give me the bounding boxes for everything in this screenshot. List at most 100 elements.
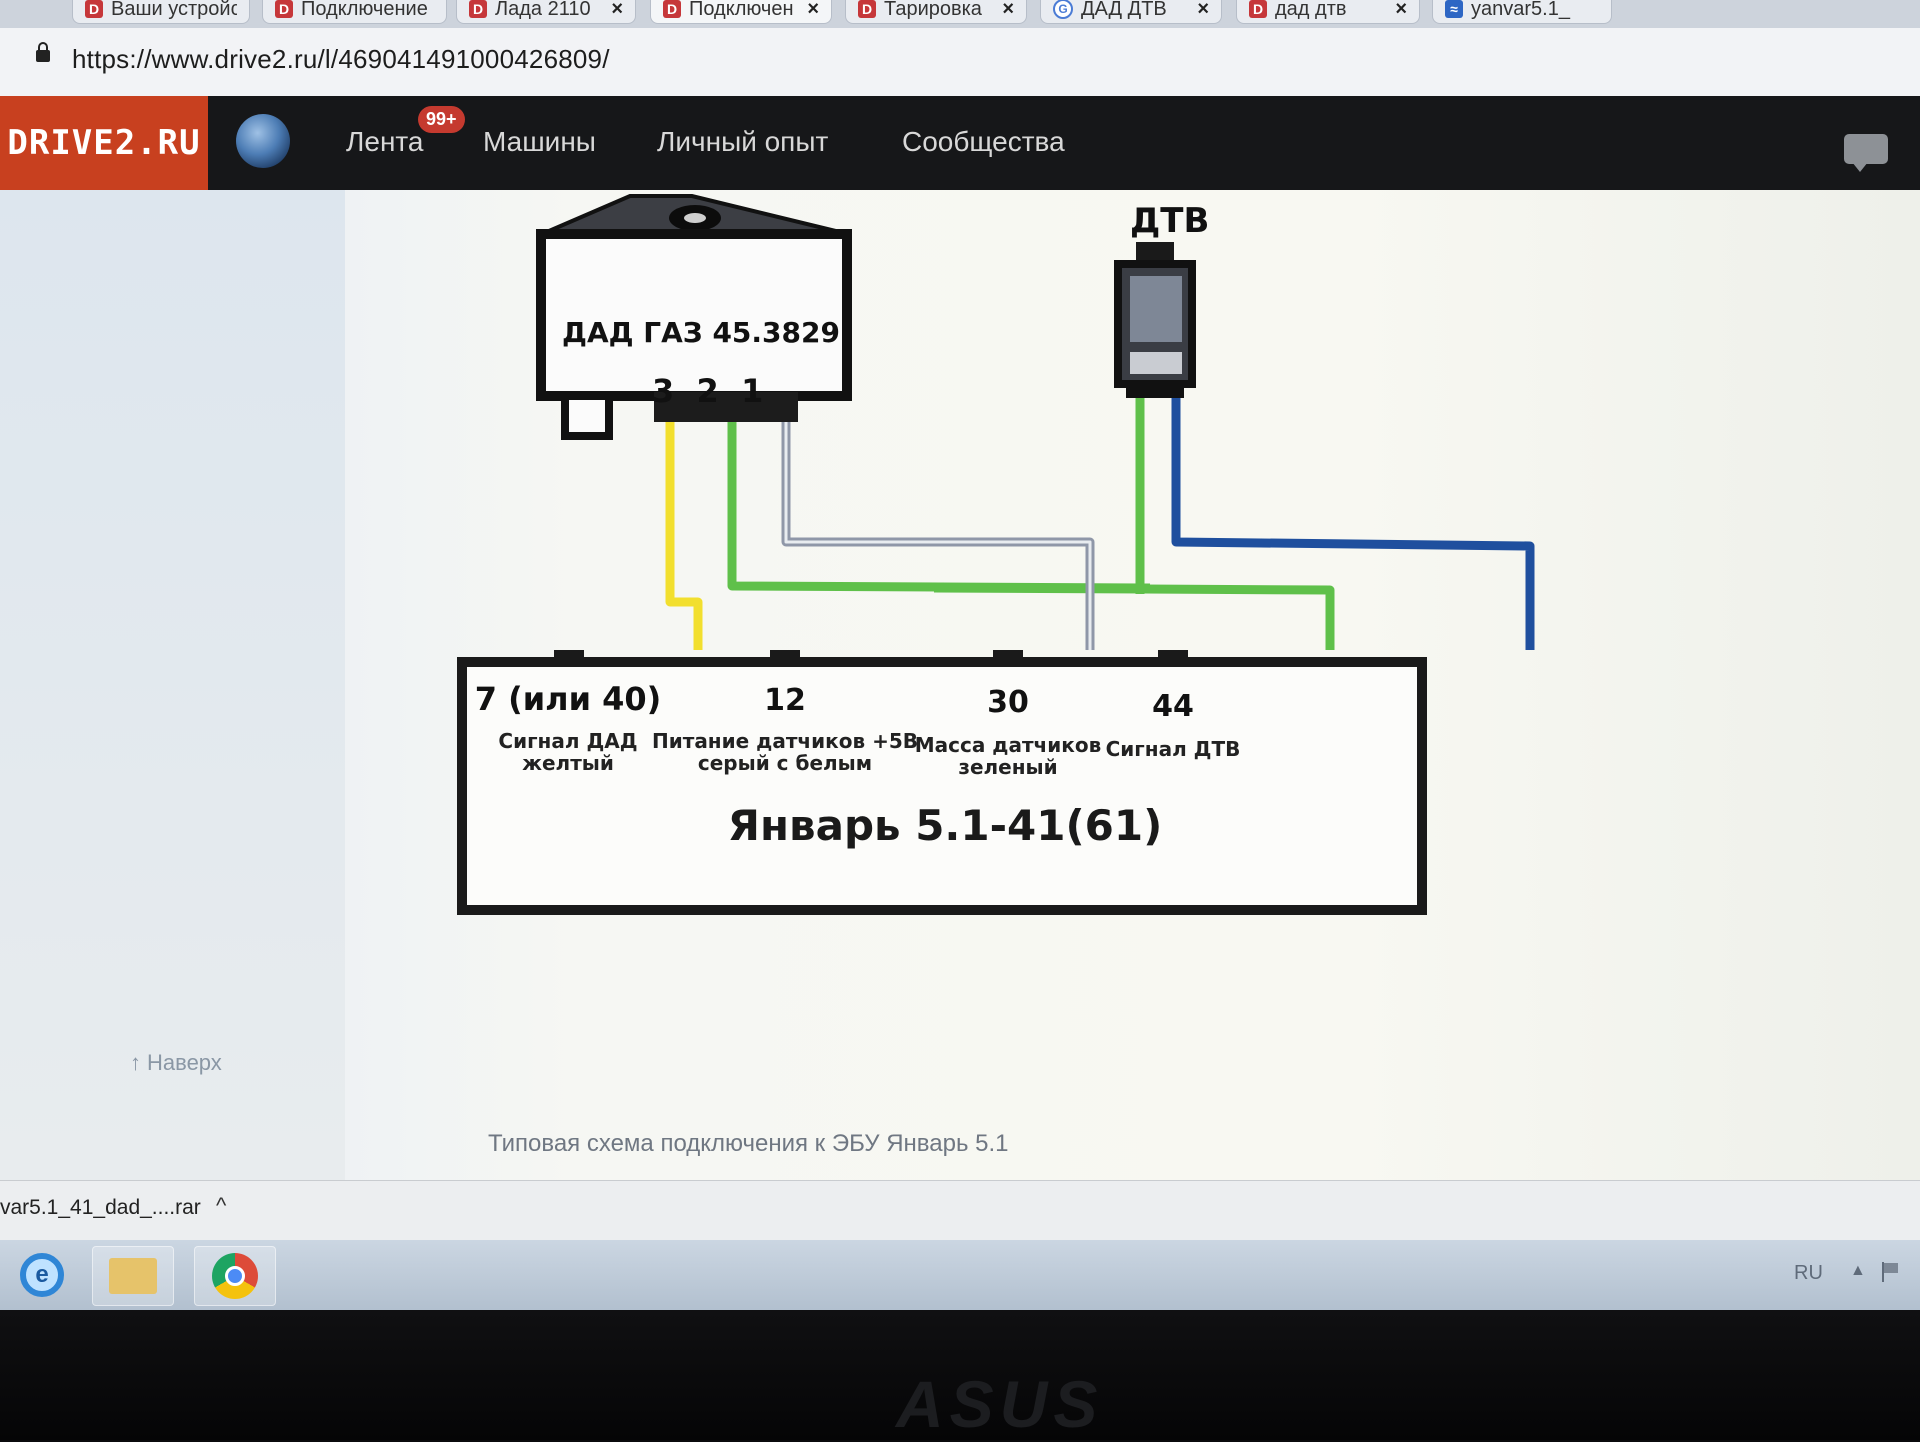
nav-communities[interactable]: Сообщества	[902, 126, 1065, 157]
tab-title: Подключение	[301, 0, 428, 20]
drive2-favicon-icon: D	[858, 0, 876, 18]
nav-feed[interactable]: Лента	[346, 126, 424, 157]
ecu-pin-number: 44	[1152, 689, 1194, 724]
wires	[665, 398, 1535, 650]
chrome-icon	[212, 1253, 258, 1299]
folder-icon	[109, 1258, 157, 1294]
browser-tab-4[interactable]: D Подключен ×	[650, 0, 832, 24]
google-favicon-icon: G	[1053, 0, 1073, 19]
ecu-pin-connector-7	[554, 650, 584, 666]
arrow-up-icon: ↑	[130, 1050, 141, 1075]
ecu-pin-desc: Масса датчиков	[915, 733, 1102, 757]
wire-gray-white-stripe	[784, 422, 1092, 650]
wire-gray	[781, 422, 1095, 650]
ecu-pin-connector-12	[770, 650, 800, 666]
back-to-top-label: Наверх	[147, 1050, 222, 1075]
chevron-up-icon[interactable]: ^	[216, 1193, 227, 1218]
page-content: ДАД ГАЗ 45.3829 3 2 1 ДТВ 7 (или 40) Сиг…	[0, 190, 1920, 1180]
drive2-favicon-icon: D	[469, 0, 487, 18]
map-sensor: ДАД ГАЗ 45.3829 3 2 1	[536, 194, 852, 440]
brand-logo: ASUS	[896, 1367, 1104, 1441]
browser-tab-1[interactable]: D Ваши устройства	[72, 0, 250, 24]
ecu-box: 7 (или 40) Сигнал ДАД желтый 12 Питание …	[457, 650, 1427, 915]
chat-icon[interactable]	[1844, 134, 1888, 172]
drive2-favicon-icon: D	[663, 0, 681, 18]
ecu-pin-wire-color: желтый	[522, 751, 614, 775]
map-pin-numbers: 3 2 1	[652, 372, 763, 410]
browser-tab-5[interactable]: D Тарировка ×	[845, 0, 1027, 24]
taskbar-chrome[interactable]	[194, 1246, 276, 1306]
left-column	[0, 190, 345, 1180]
map-sensor-body	[536, 229, 852, 401]
tray-expand-icon[interactable]: ▲	[1850, 1262, 1866, 1279]
tab-title: Ваши устройства	[111, 0, 237, 20]
iat-sensor-window	[1130, 276, 1182, 342]
close-tab-icon[interactable]: ×	[1395, 0, 1407, 20]
image-caption: Типовая схема подключения к ЭБУ Январь 5…	[488, 1130, 1009, 1157]
wiring-diagram: ДАД ГАЗ 45.3829 3 2 1 ДТВ 7 (или 40) Сиг…	[457, 194, 1535, 915]
ecu-pin-wire-color: зеленый	[958, 755, 1057, 779]
download-favicon-icon: ≈	[1445, 0, 1463, 18]
taskbar-file-explorer[interactable]	[92, 1246, 174, 1306]
browser-tab-8[interactable]: ≈ yanvar5.1_	[1432, 0, 1612, 24]
wire-yellow	[665, 422, 703, 650]
ecu-pin-connector-44	[1158, 650, 1188, 666]
ecu-pin-desc: Питание датчиков +5В	[652, 729, 918, 753]
ecu-pin-number: 12	[764, 683, 806, 718]
nav-cars[interactable]: Машины	[483, 126, 596, 157]
close-tab-icon[interactable]: ×	[1197, 0, 1209, 20]
iat-sensor-base	[1126, 384, 1184, 398]
ecu-pin-wire-color: серый с белым	[698, 751, 872, 775]
monitor-bezel: ASUS	[0, 1310, 1920, 1441]
ecu-pin-connector-30	[993, 650, 1023, 666]
drive2-favicon-icon: D	[275, 0, 293, 18]
browser-tab-6[interactable]: G ДАД ДТВ ×	[1040, 0, 1222, 24]
download-file-name[interactable]: var5.1_41_dad_....rar	[0, 1196, 201, 1219]
tab-title: дад дтв	[1275, 0, 1347, 20]
download-bar: var5.1_41_dad_....rar ^	[0, 1180, 1920, 1241]
notification-badge: 99+	[418, 106, 465, 133]
browser-tab-2[interactable]: D Подключение	[262, 0, 447, 24]
browser-tab-strip: D Ваши устройства D Подключение D Лада 2…	[0, 0, 1920, 28]
ecu-pin-number: 7 (или 40)	[475, 680, 662, 718]
close-tab-icon[interactable]: ×	[1002, 0, 1014, 20]
map-sensor-hole-inner	[684, 213, 706, 223]
lock-icon	[36, 42, 50, 62]
tab-title: ДАД ДТВ	[1081, 0, 1167, 20]
back-to-top-link[interactable]: ↑Наверх	[130, 1050, 222, 1076]
drive2-favicon-icon: D	[85, 0, 103, 18]
nav-personal-experience[interactable]: Личный опыт	[657, 126, 829, 157]
tab-title: Лада 2110	[495, 0, 591, 20]
close-tab-icon[interactable]: ×	[611, 0, 623, 20]
ecu-pin-desc: Сигнал ДТВ	[1106, 737, 1241, 761]
wire-green-ground	[933, 583, 1335, 650]
browser-tab-3[interactable]: D Лада 2110 ×	[456, 0, 636, 24]
drive2-favicon-icon: D	[1249, 0, 1267, 18]
map-sensor-label: ДАД ГАЗ 45.3829	[562, 316, 840, 349]
wire-blue	[1171, 398, 1535, 650]
taskbar-internet-explorer[interactable]: e	[2, 1246, 82, 1304]
ecu-outline	[457, 657, 1427, 915]
iat-sensor-label: ДТВ	[1130, 201, 1209, 241]
url-text[interactable]: https://www.drive2.ru/l/4690414910004268…	[72, 44, 610, 74]
windows-taskbar: e RU ▲	[0, 1240, 1920, 1310]
iat-sensor-cap	[1136, 242, 1174, 264]
tab-title: Подключен	[689, 0, 794, 20]
map-sensor-port	[561, 392, 613, 440]
address-bar[interactable]: https://www.drive2.ru/l/4690414910004268…	[0, 28, 1920, 97]
internet-explorer-icon: e	[20, 1253, 64, 1297]
tab-title: yanvar5.1_	[1471, 0, 1570, 20]
site-header: DRIVE2.RU Лента 99+ Машины Личный опыт С…	[0, 96, 1920, 190]
user-avatar-globe-icon[interactable]	[236, 114, 290, 168]
browser-tab-7[interactable]: D дад дтв ×	[1236, 0, 1420, 24]
site-logo[interactable]: DRIVE2.RU	[0, 96, 208, 190]
iat-sensor-strip	[1130, 352, 1182, 374]
close-tab-icon[interactable]: ×	[807, 0, 819, 20]
language-indicator[interactable]: RU	[1794, 1262, 1823, 1284]
ecu-label: Январь 5.1-41(61)	[728, 801, 1163, 850]
tab-title: Тарировка	[884, 0, 982, 20]
action-center-flag-icon[interactable]	[1882, 1262, 1902, 1282]
ecu-pin-desc: Сигнал ДАД	[498, 729, 637, 753]
iat-sensor: ДТВ	[1114, 201, 1209, 398]
map-sensor-connector	[654, 392, 798, 422]
